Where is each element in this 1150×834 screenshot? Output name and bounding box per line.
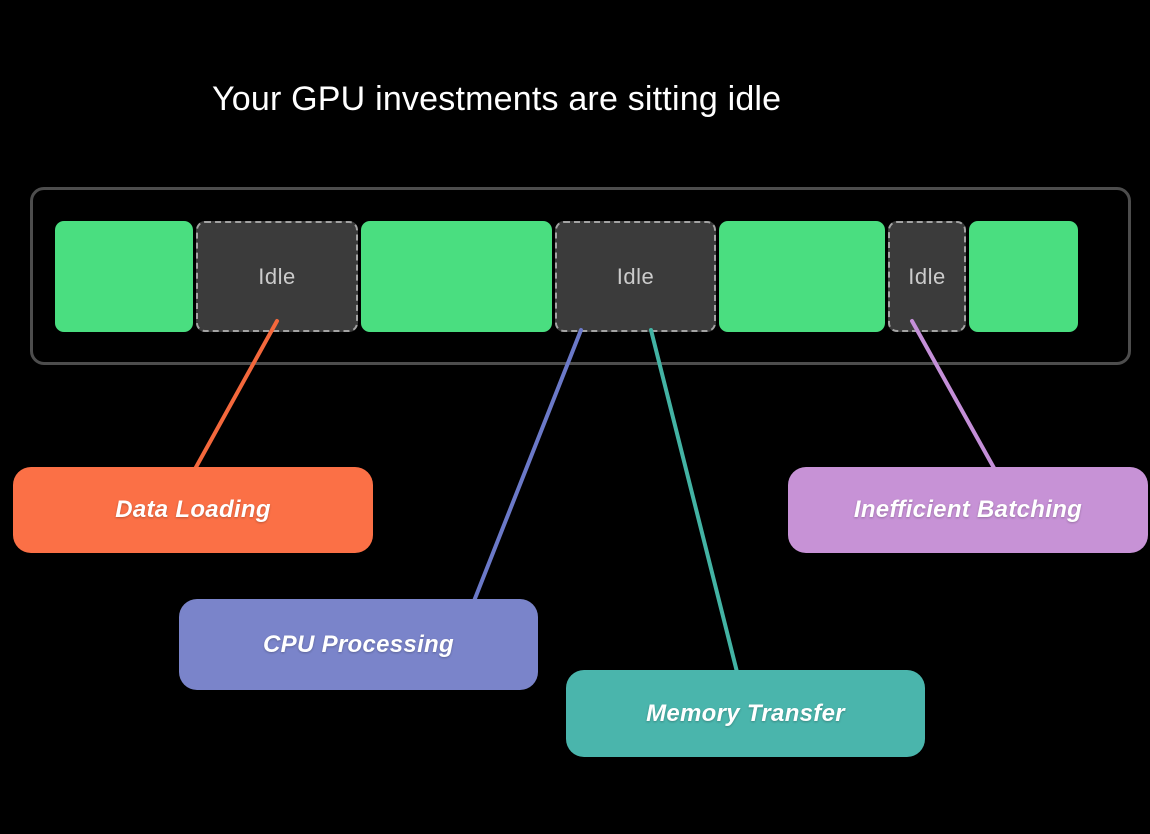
idle-block-2: Idle bbox=[555, 221, 716, 332]
connector-cpu-processing bbox=[472, 328, 583, 603]
idle-block-3-label: Idle bbox=[908, 263, 946, 289]
connector-memory-transfer bbox=[649, 328, 739, 674]
callout-memory-transfer-label: Memory Transfer bbox=[646, 699, 845, 727]
gpu-active-block bbox=[969, 221, 1078, 332]
callout-cpu-processing: CPU Processing bbox=[179, 599, 538, 690]
gpu-active-block bbox=[361, 221, 552, 332]
idle-block-1: Idle bbox=[196, 221, 358, 332]
idle-block-3: Idle bbox=[888, 221, 966, 332]
callout-data-loading-label: Data Loading bbox=[115, 496, 271, 523]
callout-memory-transfer: Memory Transfer bbox=[566, 670, 925, 757]
idle-block-1-label: Idle bbox=[258, 263, 296, 289]
callout-inefficient-batching-label: Inefficient Batching bbox=[853, 496, 1083, 523]
page-title: Your GPU investments are sitting idle bbox=[212, 80, 782, 118]
gpu-active-block bbox=[55, 221, 193, 332]
callout-inefficient-batching: Inefficient Batching bbox=[788, 467, 1148, 553]
gpu-active-block bbox=[719, 221, 885, 332]
callout-cpu-processing-label: CPU Processing bbox=[263, 630, 454, 658]
idle-block-2-label: Idle bbox=[616, 263, 655, 289]
callout-data-loading: Data Loading bbox=[13, 467, 373, 553]
